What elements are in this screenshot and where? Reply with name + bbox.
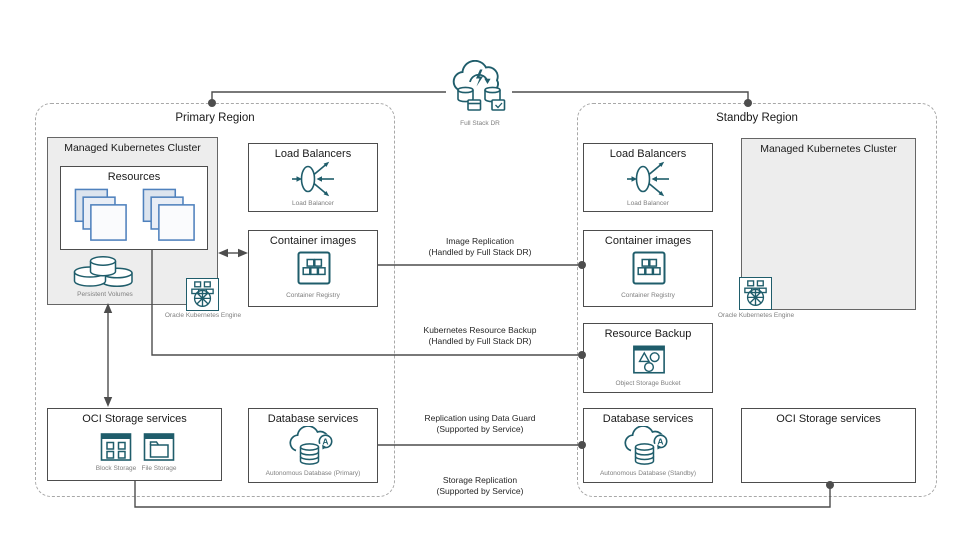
box-title: Container images (269, 235, 357, 247)
kubernetes-backup-label: Kubernetes Resource Backup (Handled by F… (385, 325, 575, 347)
primary-cluster-title: Managed Kubernetes Cluster (64, 142, 201, 154)
autonomous-database-icon: A (624, 426, 668, 465)
icon-label: Load Balancer (292, 199, 334, 207)
standby-container-images-box: Container images Container Registry (583, 230, 713, 307)
primary-region-title: Primary Region (175, 112, 255, 124)
container-registry-icon (632, 251, 666, 285)
persistent-volumes-icon (73, 256, 133, 288)
icon-label: Autonomous Database (Standby) (599, 469, 697, 477)
standby-region-title: Standby Region (716, 112, 798, 124)
box-title: Database services (267, 413, 359, 425)
standby-database-box: Database services A Autonomous Database … (583, 408, 713, 483)
standby-oci-storage-box: OCI Storage services (741, 408, 916, 483)
standby-load-balancers-box: Load Balancers Load Balancer (583, 143, 713, 212)
object-storage-bucket-icon (633, 345, 665, 374)
resource-squares-icon (74, 188, 127, 241)
autonomous-database-icon: A (289, 426, 333, 465)
data-guard-label-line1: Replication using Data Guard (424, 413, 536, 423)
svg-text:A: A (657, 437, 663, 447)
image-replication-label-line1: Image Replication (445, 236, 515, 246)
load-balancer-icon (627, 161, 669, 197)
primary-load-balancers-box: Load Balancers Load Balancer (248, 143, 378, 212)
icon-label: Load Balancer (627, 199, 669, 207)
icon-label: Object Storage Bucket (615, 379, 681, 387)
box-title: Load Balancers (274, 148, 352, 160)
box-title: OCI Storage services (776, 413, 881, 425)
standby-cluster-title: Managed Kubernetes Cluster (760, 143, 897, 155)
primary-oci-storage-box: OCI Storage services Block Storage File … (47, 408, 222, 481)
icon-label: Container Registry (621, 291, 675, 299)
oke-label: Oracle Kubernetes Engine (717, 312, 795, 319)
svg-text:A: A (322, 437, 328, 447)
image-replication-label-line2: (Handled by Full Stack DR) (428, 247, 532, 258)
primary-resources-box: Resources (60, 166, 208, 250)
kubernetes-backup-label-line1: Kubernetes Resource Backup (423, 325, 537, 335)
full-stack-dr-label: Full Stack DR (460, 120, 500, 127)
storage-replication-label-line2: (Supported by Service) (436, 486, 524, 497)
file-storage-icon (143, 433, 175, 461)
data-guard-label: Replication using Data Guard (Supported … (385, 413, 575, 435)
kubernetes-backup-label-line2: (Handled by Full Stack DR) (428, 336, 532, 347)
full-stack-dr-icon (452, 60, 506, 111)
load-balancer-icon (292, 161, 334, 197)
primary-resources-title: Resources (107, 171, 161, 183)
persistent-volumes-label: Persistent Volumes (77, 291, 133, 298)
file-storage-label: File Storage (141, 465, 177, 472)
resource-squares-icon (142, 188, 195, 241)
storage-replication-label: Storage Replication (Supported by Servic… (385, 475, 575, 497)
fsdr-link-left (211, 91, 446, 103)
box-title: OCI Storage services (82, 413, 187, 425)
primary-database-box: Database services A Autonomous Database … (248, 408, 378, 483)
container-registry-icon (297, 251, 331, 285)
oke-icon (739, 277, 772, 310)
icon-label: Container Registry (286, 291, 340, 299)
box-title: Database services (602, 413, 694, 425)
oke-icon (186, 278, 219, 311)
icon-label: Autonomous Database (Primary) (265, 469, 361, 477)
data-guard-label-line2: (Supported by Service) (436, 424, 524, 435)
block-storage-icon (100, 433, 132, 461)
fsdr-link-right (512, 91, 749, 103)
oke-label: Oracle Kubernetes Engine (164, 312, 242, 319)
image-replication-label: Image Replication (Handled by Full Stack… (385, 236, 575, 258)
box-title: Container images (604, 235, 692, 247)
block-storage-label: Block Storage (95, 465, 137, 472)
primary-container-images-box: Container images Container Registry (248, 230, 378, 307)
storage-replication-label-line1: Storage Replication (442, 475, 518, 485)
box-title: Load Balancers (609, 148, 687, 160)
standby-resource-backup-box: Resource Backup Object Storage Bucket (583, 323, 713, 393)
box-title: Resource Backup (604, 328, 692, 340)
